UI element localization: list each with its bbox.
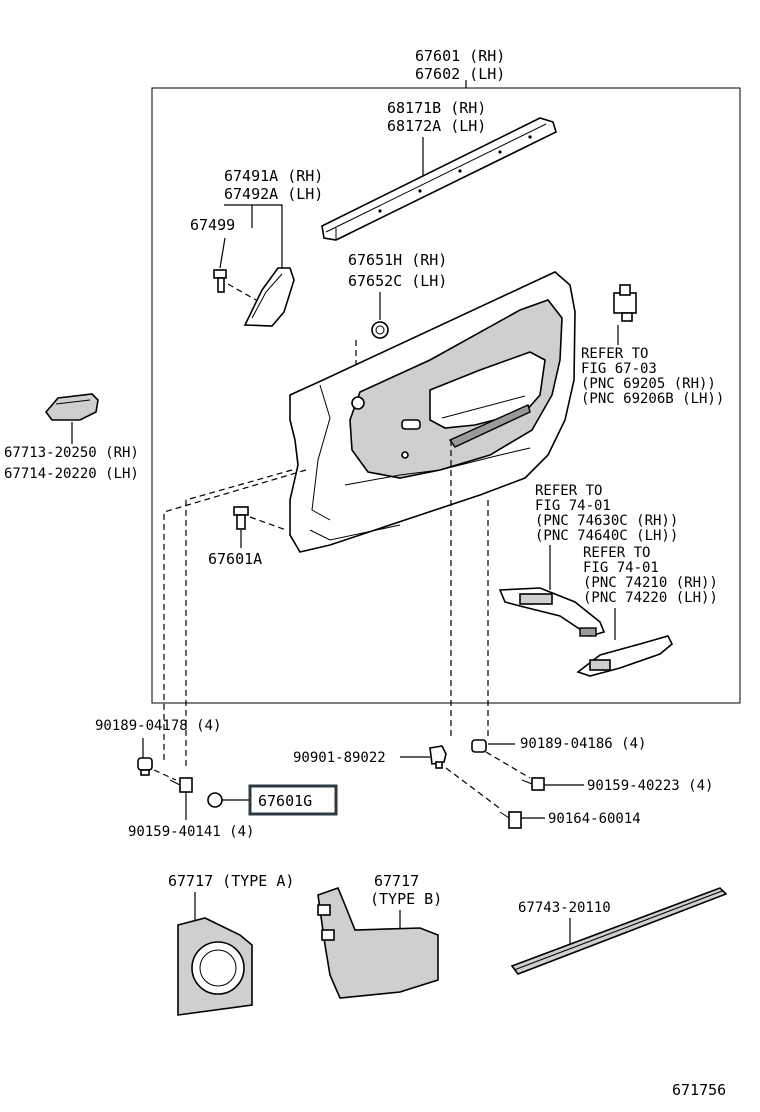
dash-a (163, 469, 307, 760)
label-refer-3-l4: (PNC 74220 (LH)) (583, 590, 718, 606)
label-handle-lh: 67714-20220 (LH) (4, 466, 139, 482)
clip-67499-leader (219, 237, 226, 269)
clip-89022-part (429, 745, 447, 769)
clip-89022-dash (445, 767, 503, 811)
clip-67499-dash (227, 283, 257, 301)
grommet-67601g-part (207, 792, 223, 808)
label-clip-67601a: 67601A (208, 550, 262, 568)
label-refer-2-l2: FIG 74-01 (535, 498, 611, 514)
label-moulding: 67743-20110 (518, 900, 611, 916)
label-refer-1-l4: (PNC 69206B (LH)) (581, 391, 724, 407)
label-panel-lh: 67602 (LH) (415, 65, 505, 83)
label-refer-2-l3: (PNC 74630C (RH)) (535, 513, 678, 529)
clip-67601a-part (233, 506, 249, 530)
label-cover-lh: 67492A (LH) (224, 185, 323, 203)
dash-b (185, 469, 293, 770)
screw-60014-part (499, 811, 522, 829)
clip-04186-part (471, 739, 487, 753)
lock-knob-part (613, 284, 637, 322)
label-figure-number: 671756 (672, 1081, 726, 1099)
pad-clip-part (371, 321, 389, 339)
label-refer-1-l1: REFER TO (581, 346, 648, 362)
armrest-switch-part (498, 587, 606, 637)
label-weatherstrip-lh: 68172A (LH) (387, 117, 486, 135)
assembly-frame (151, 87, 741, 704)
screw-40141-part (169, 777, 193, 793)
cover-type-b-part (317, 886, 439, 999)
label-pad-lh: 67652C (LH) (348, 272, 447, 290)
label-clip-67499: 67499 (190, 216, 235, 234)
clip-04178-dash (153, 769, 177, 781)
label-cover-type-b-l2: (TYPE B) (370, 890, 442, 908)
label-cover-rh: 67491A (RH) (224, 167, 323, 185)
label-cover-type-a: 67717 (TYPE A) (168, 872, 294, 890)
cover-type-a-part (177, 917, 253, 1016)
cover-leader (224, 204, 283, 268)
label-refer-3-l1: REFER TO (583, 545, 650, 561)
label-weatherstrip-rh: 68171B (RH) (387, 99, 486, 117)
label-refer-3-l2: FIG 74-01 (583, 560, 659, 576)
label-refer-1-l3: (PNC 69205 (RH)) (581, 376, 716, 392)
screw-40223-part (521, 777, 545, 791)
label-pad-rh: 67651H (RH) (348, 251, 447, 269)
label-refer-3-l3: (PNC 74210 (RH)) (583, 575, 718, 591)
handle-67713-part (44, 393, 99, 421)
label-screw-60014: 90164-60014 (548, 811, 641, 827)
clip-67499-part (213, 269, 227, 293)
clip-04178-part (137, 757, 153, 776)
label-clip-89022: 90901-89022 (293, 750, 386, 766)
label-clip-04178: 90189-04178 (4) (95, 718, 221, 734)
label-cover-type-b-l1: 67717 (374, 872, 419, 890)
label-highlight-67601g[interactable]: 67601G (258, 792, 312, 810)
clip-67601a-dash (249, 516, 287, 531)
label-clip-04186: 90189-04186 (4) (520, 736, 646, 752)
label-panel-rh: 67601 (RH) (415, 47, 505, 65)
label-refer-2-l1: REFER TO (535, 483, 602, 499)
label-handle-rh: 67713-20250 (RH) (4, 445, 139, 461)
highlight-box-67601g[interactable] (248, 784, 338, 816)
label-refer-2-l4: (PNC 74640C (LH)) (535, 528, 678, 544)
label-screw-40223: 90159-40223 (4) (587, 778, 713, 794)
armrest-pad-part (576, 635, 673, 677)
moulding-part (510, 887, 728, 975)
weatherstrip-part (321, 117, 557, 241)
label-refer-1-l2: FIG 67-03 (581, 361, 657, 377)
door-trim-panel (289, 271, 576, 553)
cover-part (243, 267, 295, 327)
clip-04186-dash (485, 751, 531, 779)
label-screw-40141: 90159-40141 (4) (128, 824, 254, 840)
